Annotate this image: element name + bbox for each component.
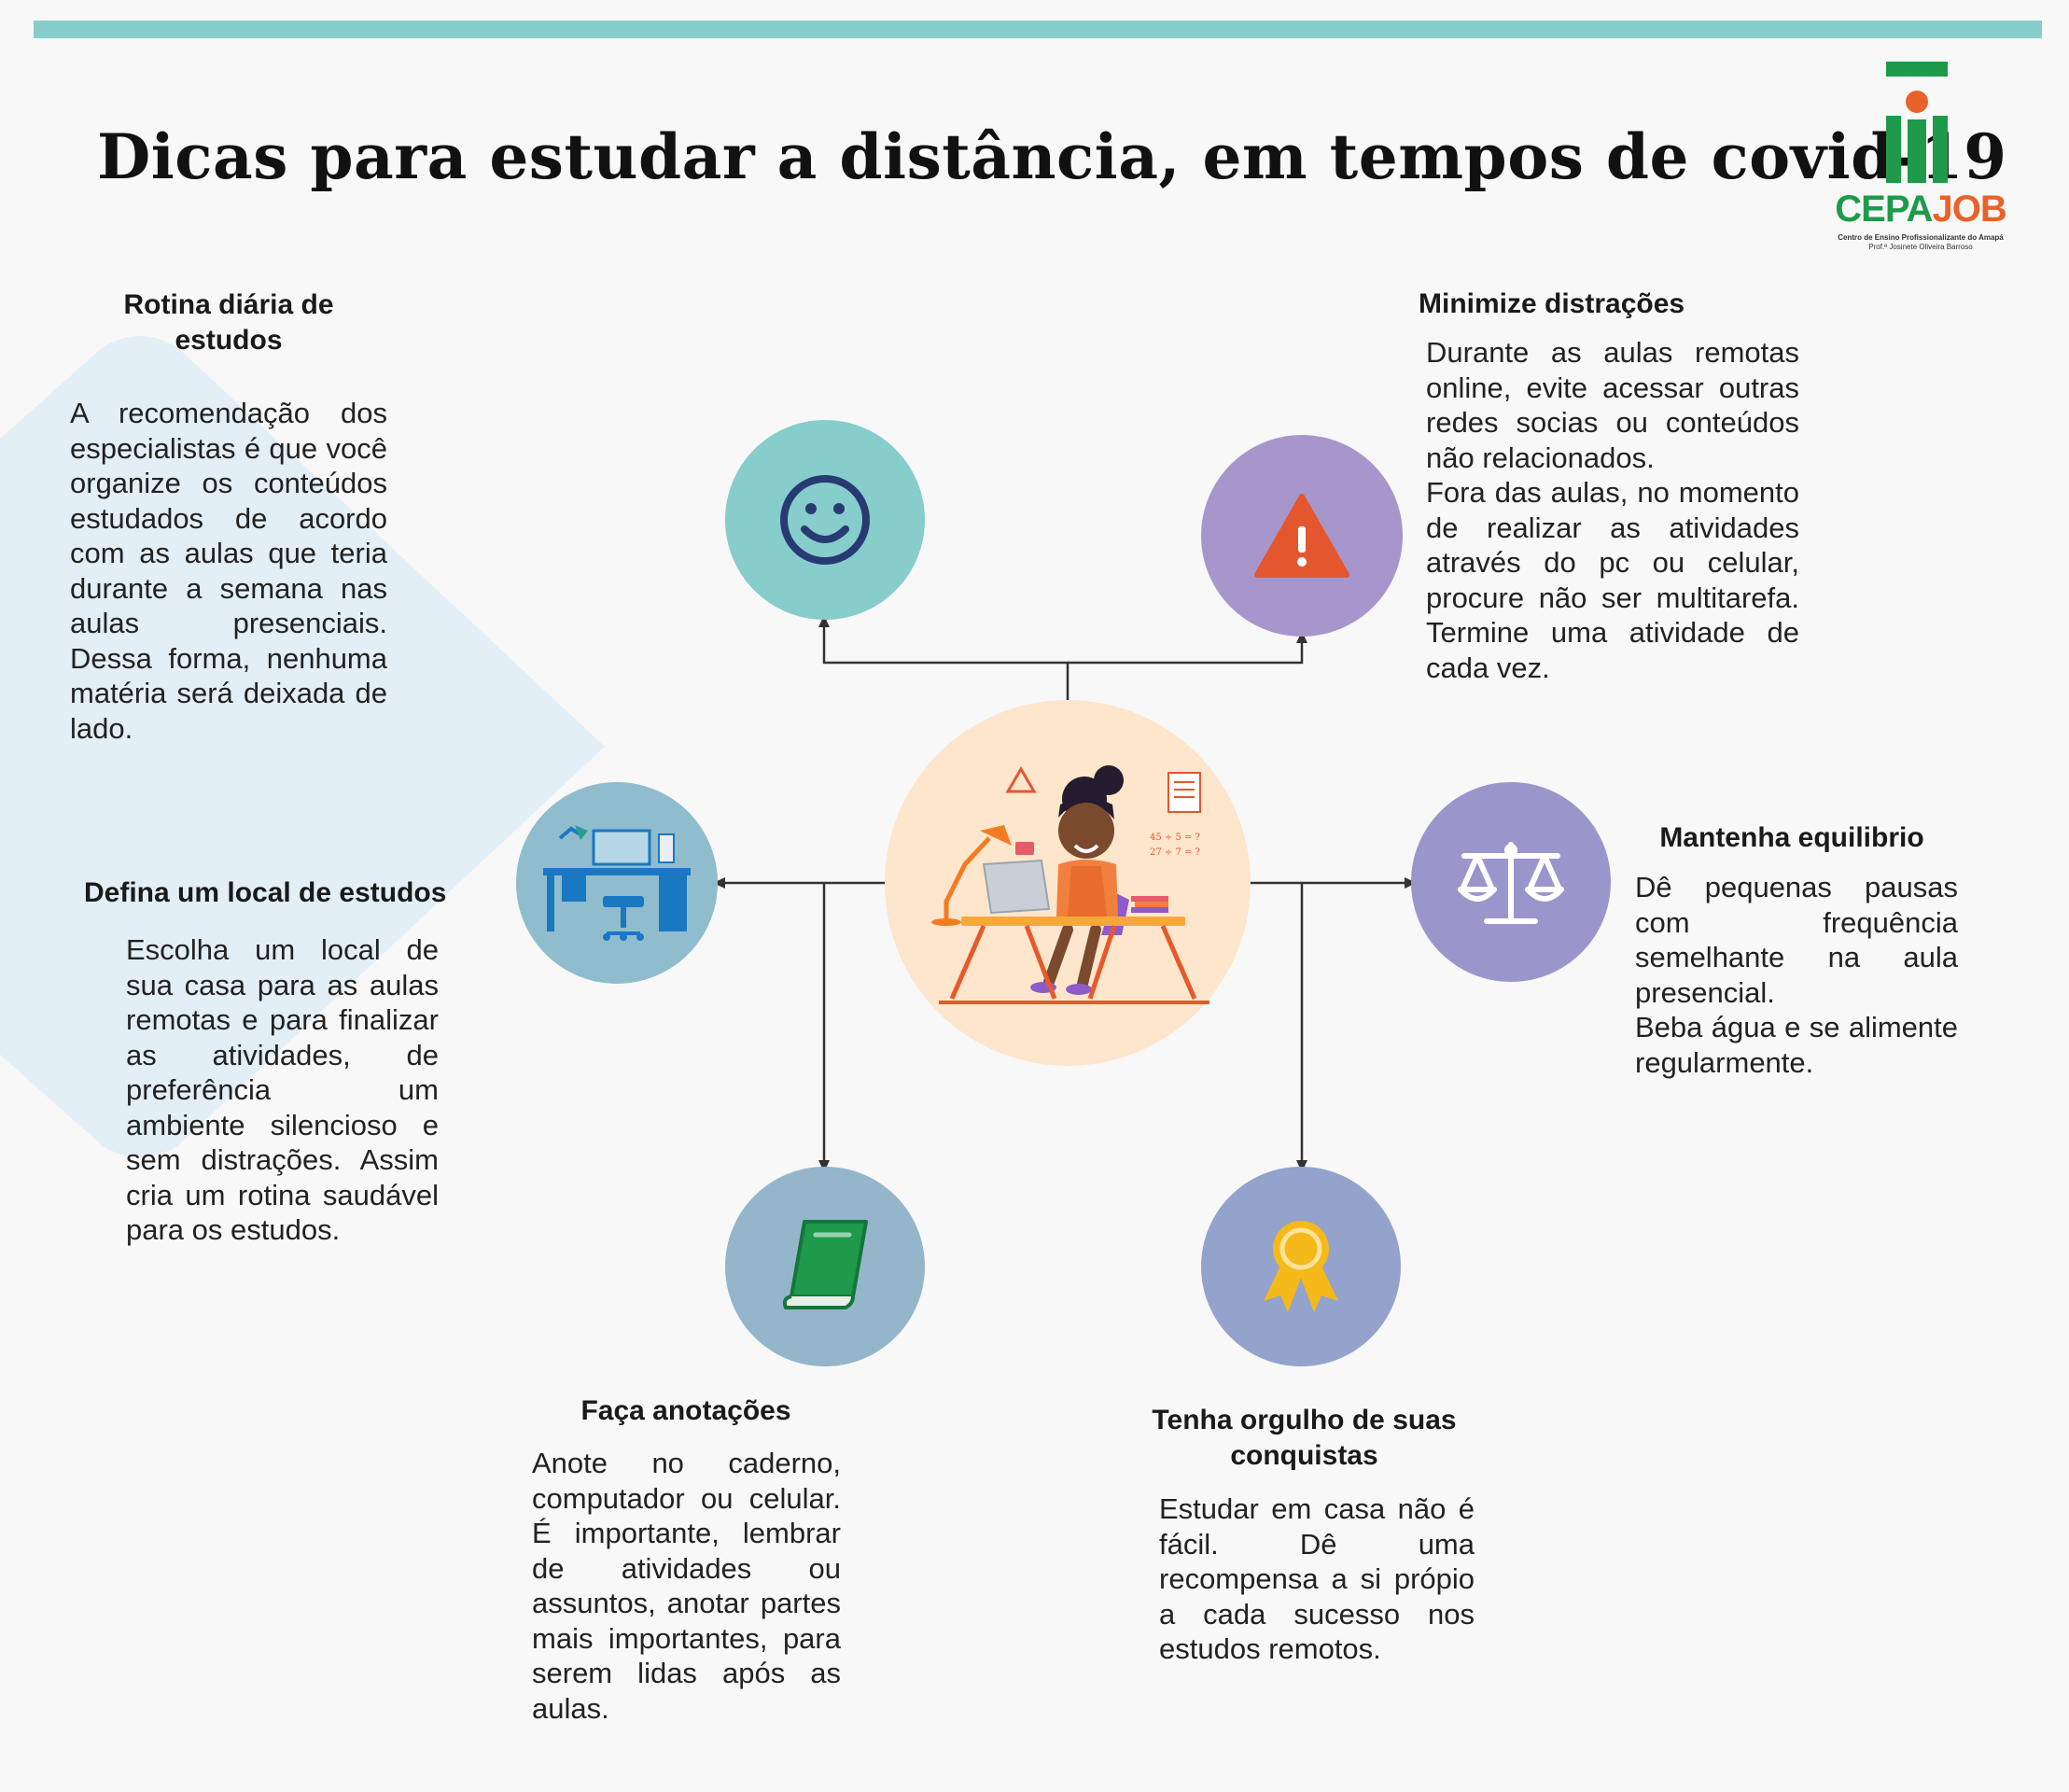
text-equilibrio-p2: Beba água e se alimente regularmente. — [1635, 1011, 1958, 1079]
heading-orgulho: Tenha orgulho de suas conquistas — [1152, 1405, 1457, 1471]
desk-icon — [543, 825, 691, 941]
circle-equilibrio — [1411, 782, 1611, 982]
student-at-desk-illustration: 45 ÷ 5 = ? 27 ÷ 7 = ? — [931, 765, 1209, 1004]
warning-icon — [1254, 494, 1349, 578]
text-local: Escolha um local de sua casa para as aul… — [126, 933, 439, 1246]
logo-wordmark: CEPAJOB — [1835, 189, 2006, 230]
circle-rotina — [725, 420, 925, 620]
smiley-icon — [780, 475, 870, 565]
logo-mark-icon — [1886, 62, 1948, 183]
heading-distracoes: Minimize distrações — [1419, 288, 1685, 319]
award-ribbon-icon — [1264, 1221, 1338, 1312]
circle-center: 45 ÷ 5 = ? 27 ÷ 7 = ? — [885, 700, 1251, 1066]
text-anotacoes: Anote no caderno, computador ou celular.… — [532, 1447, 841, 1725]
cepajob-logo: CEPAJOB Centro de Ensino Profissionaliza… — [1818, 58, 2023, 259]
heading-equilibrio: Mantenha equilibrio — [1659, 822, 1924, 853]
logo-subtitle: Centro de Ensino Profissionalizante do A… — [1838, 233, 2004, 242]
circle-anotacoes — [725, 1167, 925, 1366]
page-title: Dicas para estudar a distância, em tempo… — [97, 120, 2007, 193]
circle-orgulho — [1201, 1167, 1401, 1366]
book-icon — [782, 1220, 868, 1309]
text-distracoes-p1: Durante as aulas remotas online, evite a… — [1426, 336, 1799, 474]
background-decorative-shape — [0, 336, 605, 1157]
balance-scale-icon — [1458, 842, 1564, 924]
logo-subtitle-2: Prof.ª Josinete Oliveira Barroso — [1868, 243, 1973, 251]
text-orgulho: Estudar em casa não é fácil. Dê uma reco… — [1159, 1492, 1475, 1665]
top-accent-bar — [34, 21, 2042, 38]
board-line-1: 45 ÷ 5 = ? — [1150, 833, 1200, 843]
circle-local — [516, 782, 718, 984]
heading-rotina: Rotina diária de estudos — [123, 289, 334, 356]
text-distracoes-p2: Fora das aulas, no momento de realizar a… — [1426, 476, 1799, 684]
board-line-2: 27 ÷ 7 = ? — [1150, 847, 1200, 858]
heading-local: Defina um local de estudos — [84, 877, 447, 908]
text-distracoes: Durante as aulas remotas online, evite a… — [1426, 335, 1799, 685]
text-rotina: A recomendação dos especialistas é que v… — [70, 397, 387, 745]
circle-distracoes — [1201, 435, 1403, 637]
text-equilibrio: Dê pequenas pausas com frequência semelh… — [1635, 870, 1958, 1080]
heading-anotacoes: Faça anotações — [580, 1395, 791, 1426]
text-equilibrio-p1: Dê pequenas pausas com frequência semelh… — [1635, 871, 1958, 1009]
